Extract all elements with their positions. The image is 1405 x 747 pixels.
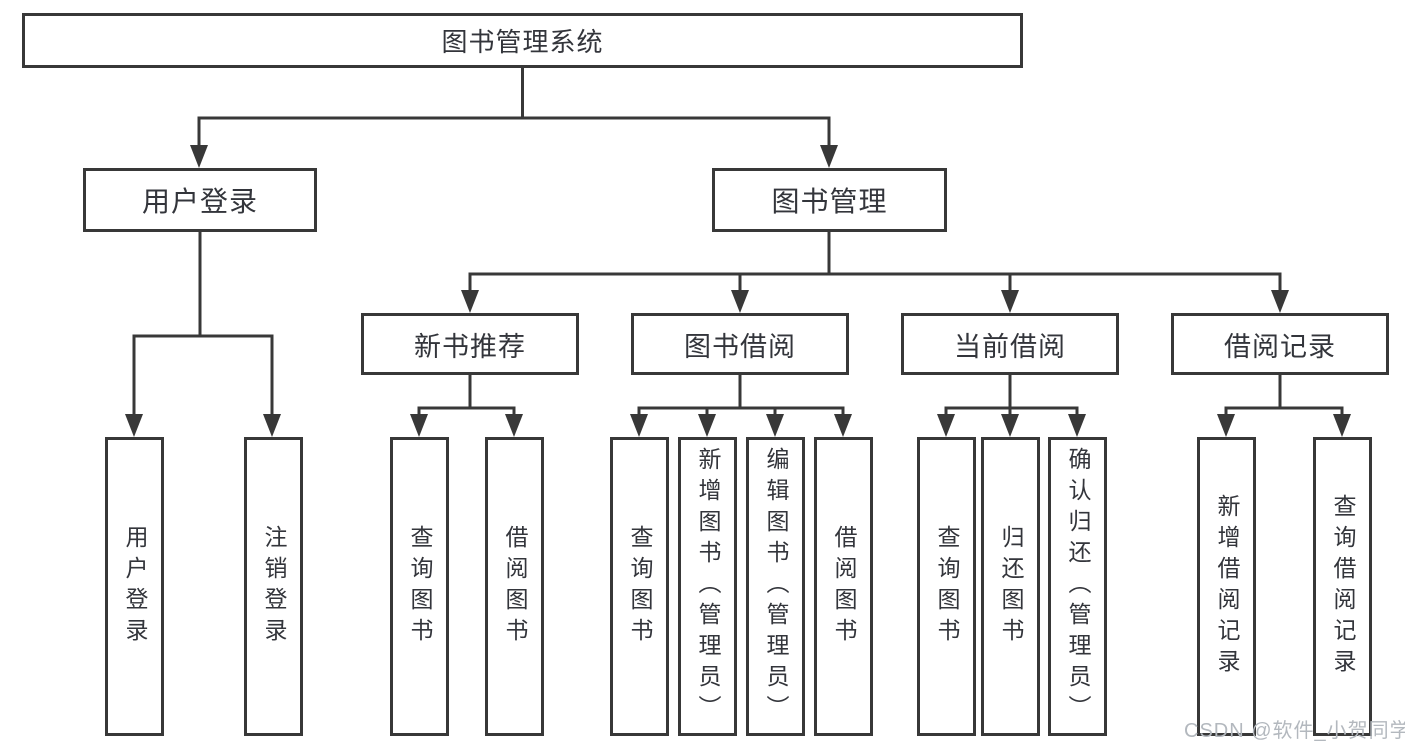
leaf-borrow-books-borrowing: 借阅图书 (814, 437, 873, 736)
leaf-borrow-books-recommend: 借阅图书 (485, 437, 544, 736)
leaf-edit-book-admin: 编辑图书（管理员） (746, 437, 805, 736)
connector-elbow (1224, 406, 1344, 415)
leaf-query-books-current: 查询图书 (917, 437, 976, 736)
node-book-management: 图书管理 (712, 168, 947, 232)
arrowhead-icon (1001, 414, 1019, 437)
node-borrowing-records-label: 借阅记录 (1224, 331, 1336, 362)
arrowhead-icon (820, 145, 838, 168)
node-new-book-recommendation-label: 新书推荐 (414, 331, 526, 362)
arrowhead-icon (125, 414, 143, 437)
node-book-borrowing-label: 图书借阅 (684, 331, 796, 362)
node-borrowing-records: 借阅记录 (1171, 313, 1389, 375)
arrowhead-icon (630, 414, 648, 437)
arrowhead-icon (1333, 414, 1351, 437)
arrowhead-icon (1001, 290, 1019, 313)
arrowhead-icon (190, 145, 208, 168)
node-current-borrowing: 当前借阅 (901, 313, 1119, 375)
node-book-management-label: 图书管理 (771, 186, 888, 217)
leaf-query-books-recommend: 查询图书 (390, 437, 449, 736)
node-book-borrowing: 图书借阅 (631, 313, 849, 375)
leaf-query-borrow-record: 查询借阅记录 (1313, 437, 1372, 736)
arrowhead-icon (1068, 414, 1086, 437)
connector-elbow (197, 116, 831, 146)
arrowhead-icon (937, 414, 955, 437)
arrowhead-icon (1217, 414, 1235, 437)
arrowhead-icon (505, 414, 523, 437)
node-user-login: 用户登录 (83, 168, 317, 232)
watermark: CSDN @软件_小贺同学 (1184, 720, 1405, 742)
arrowhead-icon (263, 414, 281, 437)
arrowhead-icon (731, 290, 749, 313)
connector-elbow (417, 406, 516, 415)
leaf-return-book: 归还图书 (981, 437, 1040, 736)
leaf-add-book-admin: 新增图书（管理员） (678, 437, 737, 736)
leaf-query-books-borrowing: 查询图书 (610, 437, 669, 736)
node-library-management-system-label: 图书管理系统 (441, 27, 604, 57)
leaf-add-borrow-record: 新增借阅记录 (1197, 437, 1256, 736)
arrowhead-icon (461, 290, 479, 313)
arrowhead-icon (410, 414, 428, 437)
node-user-login-label: 用户登录 (141, 186, 258, 217)
arrowhead-icon (834, 414, 852, 437)
connector-elbow (468, 272, 1282, 291)
leaf-logout: 注销登录 (244, 437, 303, 736)
leaf-confirm-return-admin: 确认归还（管理员） (1048, 437, 1107, 736)
leaf-user-login: 用户登录 (105, 437, 164, 736)
node-current-borrowing-label: 当前借阅 (954, 331, 1066, 362)
node-library-management-system: 图书管理系统 (22, 13, 1023, 68)
arrowhead-icon (766, 414, 784, 437)
node-new-book-recommendation: 新书推荐 (361, 313, 579, 375)
connector-elbow (637, 406, 845, 415)
arrowhead-icon (1271, 290, 1289, 313)
arrowhead-icon (698, 414, 716, 437)
connector-elbow (132, 334, 274, 415)
